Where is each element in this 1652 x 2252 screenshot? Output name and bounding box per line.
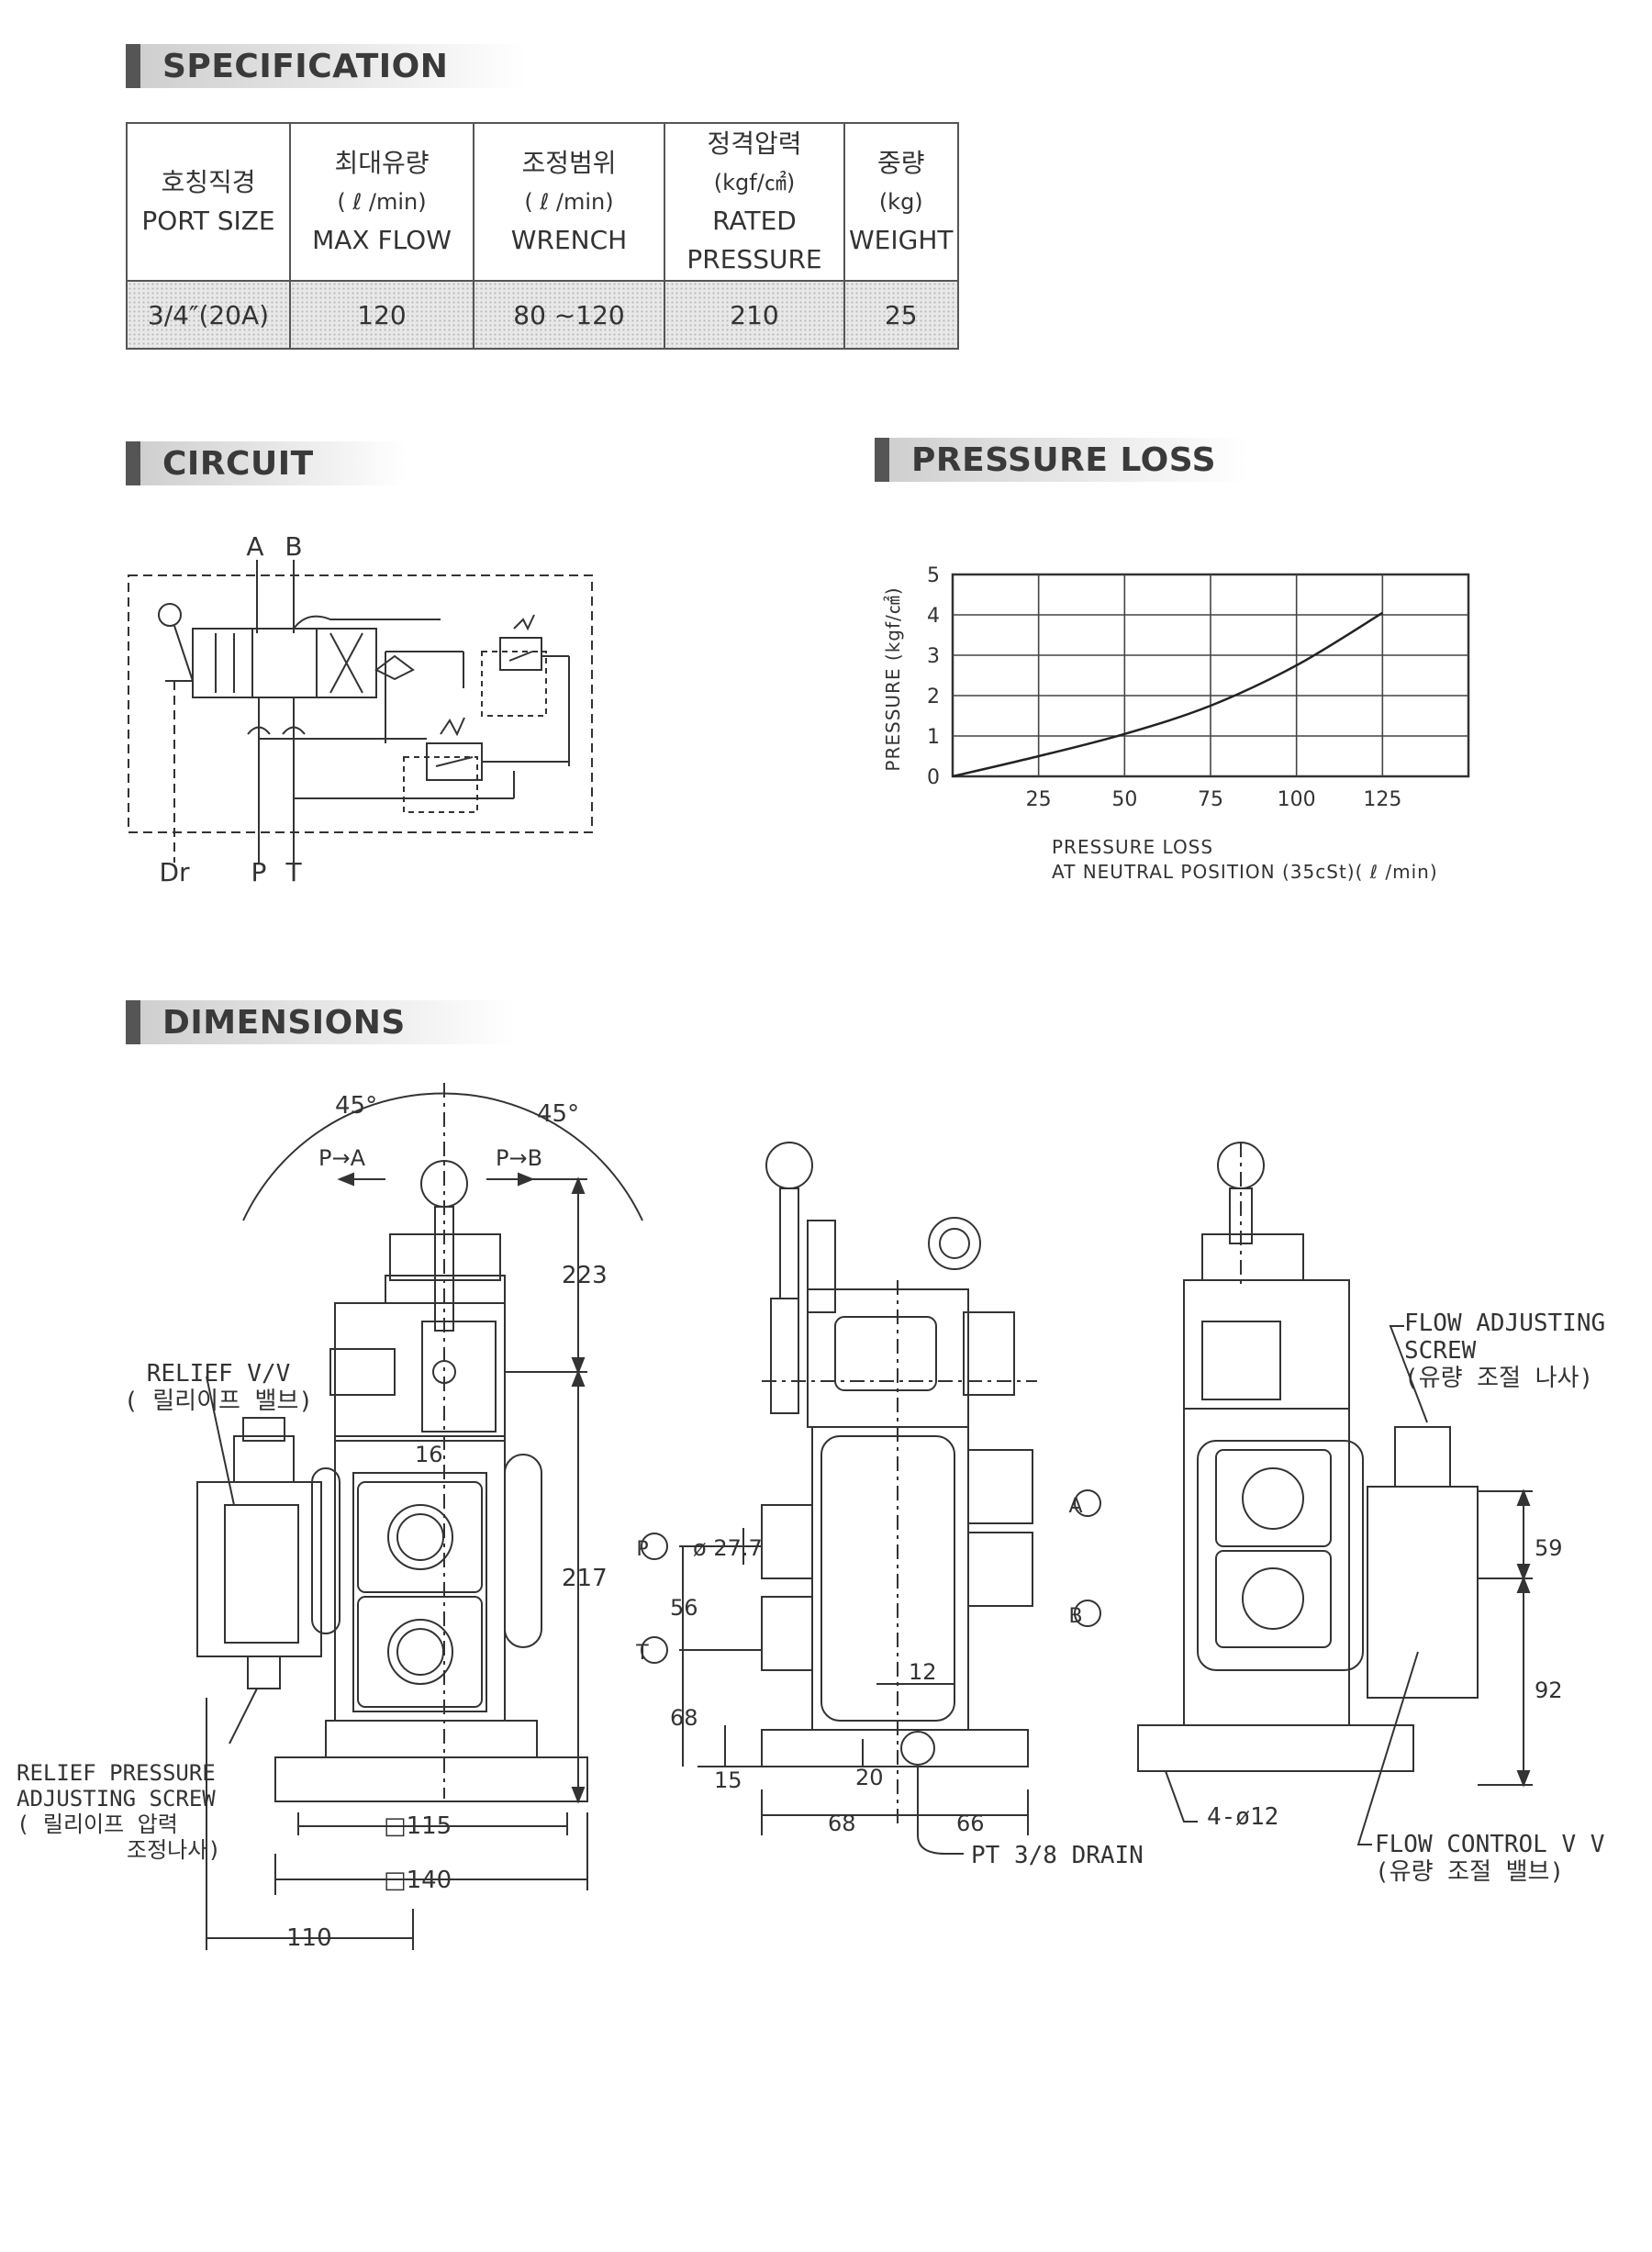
relief-vv-label: RELIEF V/V( 릴리이프 밸브): [123, 1360, 314, 1415]
section-header-pressure-loss: PRESSURE LOSS: [875, 438, 1247, 482]
lever-knob-side: [765, 1142, 813, 1189]
direction-left-label: P→A: [318, 1145, 366, 1171]
header-bar: [126, 44, 140, 88]
direction-right-label: P→B: [496, 1145, 542, 1171]
value-rated-pressure: 210: [664, 280, 845, 350]
x-axis-label-2: AT NEUTRAL POSITION (35cSt)( ℓ /min): [1052, 861, 1438, 883]
x-tick-label: 75: [1198, 788, 1223, 811]
dim-68-horizontal: 68: [828, 1811, 856, 1836]
y-tick-label: 4: [927, 605, 940, 628]
dim-66: 66: [956, 1811, 985, 1836]
port-t-label: T: [285, 857, 302, 887]
port-b-circle-label: B: [1068, 1605, 1082, 1628]
dim-16: 16: [415, 1442, 443, 1467]
port-p-circle-label: P: [636, 1538, 648, 1561]
holes-label: 4-ø12: [1207, 1803, 1279, 1831]
section-header-circuit: CIRCUIT: [126, 441, 407, 485]
x-tick-label: 25: [1026, 788, 1052, 811]
dim-217: 217: [562, 1565, 608, 1592]
dim-12: 12: [909, 1659, 937, 1685]
dim-223: 223: [562, 1262, 608, 1289]
header-bar: [875, 438, 889, 482]
lever-swing-arc: [242, 1092, 643, 1221]
x-tick-label: 100: [1278, 788, 1316, 811]
circuit-diagram: A B Dr P T: [128, 531, 593, 887]
header-rated-pressure: 정격압력 (kgf/㎠) RATED PRESSURE: [664, 122, 845, 282]
section-title: PRESSURE LOSS: [911, 440, 1217, 479]
value-max-flow: 120: [289, 280, 474, 350]
value-wrench: 80 ~120: [473, 280, 665, 350]
dim-115: □115: [384, 1812, 452, 1840]
section-title: DIMENSIONS: [162, 1003, 406, 1042]
angle-right-label: 45°: [537, 1100, 579, 1128]
dim-110: 110: [286, 1924, 332, 1952]
x-tick-label: 50: [1111, 788, 1137, 811]
header-port-size: 호칭직경 PORT SIZE: [126, 122, 291, 282]
dim-56: 56: [670, 1595, 698, 1621]
dim-59: 59: [1535, 1535, 1563, 1561]
x-axis-label: PRESSURE LOSS: [1052, 836, 1213, 858]
section-header-dimensions: DIMENSIONS: [126, 1000, 517, 1044]
angle-left-label: 45°: [335, 1092, 377, 1120]
flow-control-label: FLOW CONTROL V V(유량 조절 밸브): [1375, 1831, 1605, 1886]
value-weight: 25: [843, 280, 959, 350]
port-p-label: P: [251, 857, 267, 887]
section-header-specification: SPECIFICATION: [126, 44, 530, 88]
x-tick-label: 125: [1363, 788, 1401, 811]
series-line: [952, 611, 1383, 778]
header-bar: [126, 1000, 140, 1044]
port-a-label: A: [246, 531, 263, 562]
y-tick-label: 2: [927, 686, 940, 708]
pressure-loss-chart: 0 1 2 3 4 5 25 50 75 100 125 PRESSURE (kgf/㎠) PRES…: [882, 564, 1470, 883]
y-tick-label: 0: [927, 766, 940, 789]
header-weight: 중량 (kg) WEIGHT: [843, 122, 959, 282]
section-title: SPECIFICATION: [162, 47, 449, 85]
dim-dia-27-7: ø 27.7: [693, 1535, 763, 1561]
header-bar: [126, 441, 140, 485]
y-tick-label: 1: [927, 726, 940, 749]
header-wrench: 조정범위 ( ℓ /min) WRENCH: [473, 122, 665, 282]
specification-table: 호칭직경 PORT SIZE 최대유량 ( ℓ /min) MAX FLOW 조…: [126, 122, 959, 350]
y-axis-label: PRESSURE (kgf/㎠): [882, 586, 904, 771]
port-t-circle-label: T: [635, 1642, 649, 1665]
port-b-label: B: [285, 531, 302, 562]
y-tick-label: 5: [927, 564, 940, 587]
dim-140: □140: [384, 1867, 452, 1894]
dim-15: 15: [714, 1767, 742, 1793]
circuit-boundary: [128, 574, 593, 833]
drain-label: PT 3/8 DRAIN: [971, 1842, 1144, 1869]
header-max-flow: 최대유량 ( ℓ /min) MAX FLOW: [289, 122, 474, 282]
dim-20: 20: [855, 1765, 884, 1790]
port-a-circle-label: A: [1068, 1495, 1082, 1518]
dimension-drawing: 45° 45° P→A P→B 223 217 16 □115 □140 110…: [196, 1083, 1563, 1952]
y-tick-label: 3: [927, 645, 940, 668]
section-title: CIRCUIT: [162, 444, 314, 483]
dim-68-vertical: 68: [670, 1705, 698, 1731]
dim-92: 92: [1535, 1678, 1563, 1703]
port-dr-label: Dr: [159, 857, 190, 887]
value-port-size: 3/4″(20A): [126, 280, 291, 350]
